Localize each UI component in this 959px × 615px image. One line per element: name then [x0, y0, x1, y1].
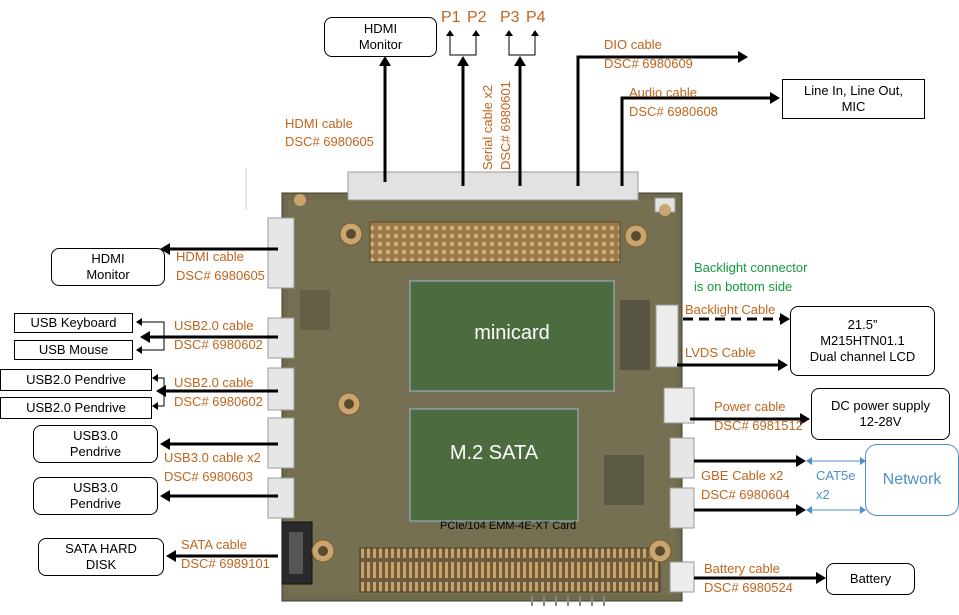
cat5e-x2-label: x2 — [816, 486, 830, 504]
usb2-cable-1-label: USB2.0 cable — [174, 317, 254, 335]
usb2-dsc-2-label: DSC# 6980602 — [174, 393, 263, 411]
backlight-note-line2: is on bottom side — [694, 277, 792, 296]
usb2-pendrive-2-box: USB2.0 Pendrive — [0, 397, 152, 419]
sata-hard-disk-box: SATA HARD DISK — [38, 538, 164, 576]
usb-keyboard-box: USB Keyboard — [14, 313, 133, 333]
hdmi-cable-top-label: HDMI cable — [285, 115, 353, 133]
backlight-cable-label: Backlight Cable — [685, 301, 775, 319]
dio-dsc-label: DSC# 6980609 — [604, 55, 693, 73]
usb-mouse-box: USB Mouse — [14, 340, 133, 360]
usb2-dsc-1-label: DSC# 6980602 — [174, 336, 263, 354]
hdmi-monitor-left-box: HDMI Monitor — [51, 248, 165, 286]
dc-power-supply-box: DC power supply 12-28V — [811, 388, 950, 440]
cat5e-label: CAT5e — [816, 467, 856, 485]
sata-cable-label: SATA cable — [181, 536, 247, 554]
lvds-cable-label: LVDS Cable — [685, 344, 756, 362]
power-dsc-label: DSC# 6981512 — [714, 417, 803, 435]
battery-dsc-label: DSC# 6980524 — [704, 579, 793, 597]
lcd-box: 21.5” M215HTN01.1 Dual channel LCD — [790, 306, 935, 376]
battery-cable-label: Battery cable — [704, 560, 780, 578]
backlight-note-line1: Backlight connector — [694, 258, 807, 277]
usb2-cable-2-label: USB2.0 cable — [174, 374, 254, 392]
hdmi-dsc-top-label: DSC# 6980605 — [285, 133, 374, 151]
audio-cable-label: Audio cable — [629, 84, 697, 102]
port-p1: P1 — [441, 9, 461, 27]
usb2-pendrive-1-box: USB2.0 Pendrive — [0, 369, 152, 391]
gbe-dsc-label: DSC# 6980604 — [701, 486, 790, 504]
usb3-pendrive-1-box: USB3.0 Pendrive — [33, 425, 158, 463]
sata-dsc-label: DSC# 6989101 — [181, 555, 270, 573]
network-arrows — [806, 457, 866, 514]
m2-sata-label: M.2 SATA — [410, 442, 578, 465]
m2-sata-module — [410, 409, 578, 521]
battery-box: Battery — [826, 563, 915, 595]
power-cable-label: Power cable — [714, 398, 786, 416]
port-p2: P2 — [467, 9, 487, 27]
port-p3: P3 — [500, 9, 520, 27]
dio-cable-label: DIO cable — [604, 36, 662, 54]
hdmi-cable-left-label: HDMI cable — [176, 248, 244, 266]
minicard-label: minicard — [410, 322, 614, 345]
port-p4: P4 — [526, 9, 546, 27]
usb3-pendrive-2-box: USB3.0 Pendrive — [33, 477, 158, 515]
hdmi-dsc-left-label: DSC# 6980605 — [176, 267, 265, 285]
serial-cable-label: Serial cable x2 — [480, 85, 495, 170]
serial-dsc-label: DSC# 6980601 — [498, 81, 513, 170]
usb3-cable-label: USB3.0 cable x2 — [164, 449, 261, 467]
card-name-label: PCIe/104 EMM-4E-XT Card — [440, 520, 576, 532]
gbe-cable-label: GBE Cable x2 — [701, 467, 783, 485]
line-in-out-mic-box: Line In, Line Out, MIC — [782, 79, 925, 119]
network-box: Network — [865, 444, 959, 516]
usb3-dsc-label: DSC# 6980603 — [164, 468, 253, 486]
audio-dsc-label: DSC# 6980608 — [629, 103, 718, 121]
hdmi-monitor-top-box: HDMI Monitor — [324, 17, 437, 57]
